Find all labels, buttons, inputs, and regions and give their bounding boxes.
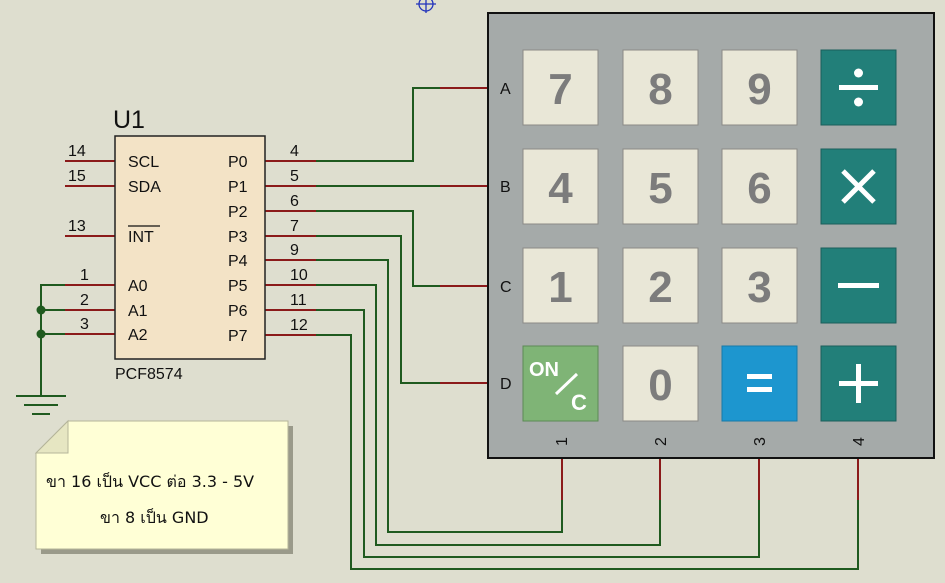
- multiply-icon: [841, 169, 876, 204]
- pin-number-10: 10: [290, 267, 308, 284]
- svg-text:4: 4: [548, 164, 573, 213]
- key-multiply[interactable]: [820, 148, 897, 225]
- svg-text:7: 7: [548, 65, 572, 114]
- chip-body: [114, 135, 266, 360]
- key-0[interactable]: 0: [622, 345, 699, 422]
- svg-text:3: 3: [747, 263, 771, 312]
- key-4[interactable]: 4: [522, 148, 599, 225]
- wire-p4-col-1[interactable]: [316, 259, 563, 533]
- pin-number-1: 1: [80, 267, 89, 284]
- row-label-a: A: [500, 81, 511, 98]
- svg-text:0: 0: [648, 361, 672, 410]
- pin-name-a1: A1: [128, 303, 148, 320]
- key-3[interactable]: 3: [721, 247, 798, 324]
- pcf8574-chip[interactable]: U1 PCF8574 SCL SDA INT A0 A1 A2 14 15 13…: [68, 106, 308, 383]
- junction-dot: [36, 329, 46, 339]
- pin-name-p7: P7: [228, 328, 248, 345]
- col-label-1: 1: [554, 437, 571, 446]
- divide-icon: [839, 68, 878, 107]
- pin-number-9: 9: [290, 242, 299, 259]
- equals-icon: [747, 374, 772, 392]
- pin-name-p4: P4: [228, 253, 248, 270]
- minus-icon: [838, 283, 879, 288]
- pin-name-p2: P2: [228, 204, 248, 221]
- pin-name-p6: P6: [228, 303, 248, 320]
- row-label-b: B: [500, 179, 511, 196]
- pin-name-sda: SDA: [128, 179, 161, 196]
- key-plus[interactable]: [820, 345, 897, 422]
- pin-number-6: 6: [290, 193, 299, 210]
- on-c-slash: [554, 372, 579, 396]
- svg-text:5: 5: [648, 164, 672, 213]
- keypad-pin-stubs: [440, 87, 859, 500]
- pin-name-a2: A2: [128, 327, 148, 344]
- pin-number-15: 15: [68, 168, 86, 185]
- svg-text:1: 1: [548, 263, 572, 312]
- wires: [40, 87, 859, 570]
- pin-number-2: 2: [80, 292, 89, 309]
- key-equals[interactable]: [721, 345, 798, 422]
- junction-dot: [36, 305, 46, 315]
- chip-pin-stubs: [65, 160, 316, 336]
- pin-number-12: 12: [290, 317, 308, 334]
- wire-p3-row-d[interactable]: [316, 235, 440, 384]
- pin-number-3: 3: [80, 316, 89, 333]
- pin-name-p0: P0: [228, 154, 248, 171]
- pin-name-int: INT: [128, 229, 154, 246]
- pin-name-p5: P5: [228, 278, 248, 295]
- svg-text:9: 9: [747, 65, 771, 114]
- chip-part-label: PCF8574: [115, 366, 183, 383]
- wire-p2-row-c[interactable]: [316, 210, 440, 287]
- pin-name-scl: SCL: [128, 154, 159, 171]
- svg-text:6: 6: [747, 164, 771, 213]
- key-minus[interactable]: [820, 247, 897, 324]
- pin-name-p3: P3: [228, 229, 248, 246]
- note-line-2: ขา 8 เป็น GND: [100, 507, 209, 527]
- pin-number-13: 13: [68, 218, 86, 235]
- on-c-bottom: C: [571, 390, 587, 415]
- wire-p7-col-4[interactable]: [316, 334, 859, 570]
- wire-p5-col-2[interactable]: [316, 284, 661, 546]
- on-c-top: ON: [529, 359, 559, 381]
- key-on-c[interactable]: ON C: [522, 345, 599, 422]
- origin-marker-icon: [416, 0, 436, 13]
- col-label-4: 4: [851, 437, 868, 446]
- note-fold: [34, 419, 69, 454]
- key-divide[interactable]: [820, 49, 897, 126]
- pin-number-11: 11: [290, 292, 307, 309]
- wire-p6-col-3[interactable]: [316, 309, 760, 558]
- keypad: A B C D 1 2 3 4 7 8 9: [487, 12, 935, 459]
- svg-text:8: 8: [648, 65, 672, 114]
- note-line-1: ขา 16 เป็น VCC ต่อ 3.3 - 5V: [46, 471, 254, 491]
- chip-ref-label: U1: [113, 106, 145, 134]
- col-label-2: 2: [653, 437, 670, 446]
- pin-name-a0: A0: [128, 278, 148, 295]
- ground-icon: [16, 395, 66, 415]
- key-5[interactable]: 5: [622, 148, 699, 225]
- svg-text:2: 2: [648, 263, 672, 312]
- wire-p0-row-a[interactable]: [316, 87, 440, 162]
- key-6[interactable]: 6: [721, 148, 798, 225]
- pin-number-5: 5: [290, 168, 299, 185]
- pin-number-4: 4: [290, 143, 299, 160]
- col-label-3: 3: [752, 437, 769, 446]
- note-box[interactable]: ขา 16 เป็น VCC ต่อ 3.3 - 5V ขา 8 เป็น GN…: [34, 419, 293, 554]
- key-8[interactable]: 8: [622, 49, 699, 126]
- pin-number-14: 14: [68, 143, 86, 160]
- key-1[interactable]: 1: [522, 247, 599, 324]
- row-label-c: C: [500, 279, 512, 296]
- key-7[interactable]: 7: [522, 49, 599, 126]
- pin-name-p1: P1: [228, 179, 248, 196]
- key-9[interactable]: 9: [721, 49, 798, 126]
- plus-icon: [839, 364, 878, 403]
- row-label-d: D: [500, 376, 512, 393]
- pin-number-7: 7: [290, 218, 299, 235]
- key-2[interactable]: 2: [622, 247, 699, 324]
- wire-a0-gnd[interactable]: [40, 284, 65, 396]
